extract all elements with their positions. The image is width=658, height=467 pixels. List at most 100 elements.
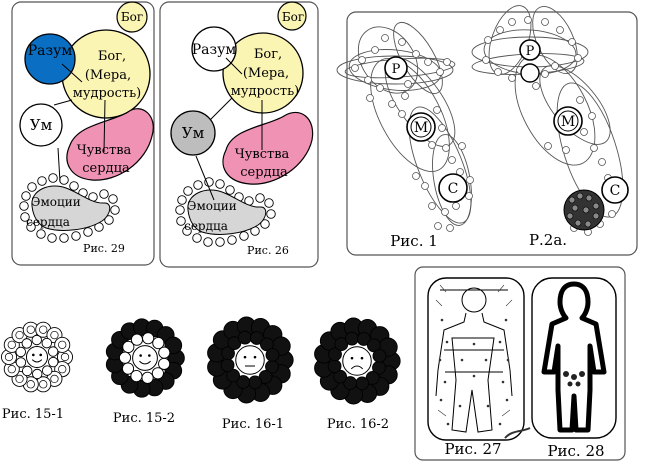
bog-label-line2: (Мера,: [243, 66, 289, 81]
inner-bead: [372, 349, 387, 363]
emocii-shape: [187, 189, 267, 235]
face-eye: [32, 353, 35, 357]
caption-15-1: Рис. 15-1: [2, 407, 64, 422]
emocii-shape: [31, 185, 111, 231]
face-eye: [350, 356, 354, 360]
face-mouth: [139, 360, 151, 365]
inner-bead: [141, 371, 154, 384]
panel-fig26: Бог Разум Бог, (Мера, мудрость) Ум Чувст…: [159, 1, 319, 268]
inner-bead: [158, 346, 171, 359]
mandala-15-1: [0, 321, 74, 393]
inner-bead: [21, 365, 33, 377]
inner-bead: [47, 346, 59, 357]
inner-bead: [356, 332, 371, 346]
face: [342, 346, 372, 376]
mandala-15-2: [105, 318, 185, 398]
fig2a-letter-m: М: [561, 114, 575, 130]
fig2a-small-nodes: [482, 16, 618, 236]
inner-bead: [21, 338, 33, 349]
bead-spiral: [15, 330, 24, 340]
inner-bead: [265, 348, 280, 362]
mandala-16-2: [314, 317, 401, 405]
fig2a-letter-p: Р: [526, 44, 535, 59]
connector-lines: [195, 57, 263, 201]
razum-label: Разум: [192, 42, 237, 58]
bog-small-circle: [277, 1, 307, 31]
face: [235, 345, 265, 375]
chuvstva-label-line1: Чувства: [235, 147, 290, 162]
fig27-scribble: [504, 427, 531, 439]
inner-bead: [258, 369, 273, 384]
bead-spiral: [60, 352, 70, 362]
fig1-letter-p: Р: [392, 62, 401, 77]
fig27-body: [435, 287, 513, 433]
face: [25, 345, 49, 369]
inner-bead: [15, 346, 26, 358]
inner-bead: [15, 357, 27, 368]
emocii-beads: [19, 173, 120, 243]
bead-spiral: [7, 365, 16, 374]
inner-bead: [151, 367, 164, 380]
inner-bead: [355, 376, 369, 391]
face-eye: [243, 355, 247, 359]
chuvstva-label-line2: сердца: [240, 165, 288, 180]
um-circle: [19, 103, 63, 147]
inner-bead: [122, 340, 135, 353]
fig2a-dark-cluster: [566, 192, 600, 228]
inner-bead: [152, 337, 165, 350]
caption-fig1: Рис. 1: [390, 232, 438, 250]
razum-circle: [24, 33, 76, 85]
inner-bead: [118, 351, 132, 364]
inner-bead: [259, 337, 274, 352]
fig1-letter-c: С: [448, 181, 459, 197]
mandala-16-1: [207, 316, 294, 404]
fig27-dots: [438, 318, 510, 426]
fig2a-letter-c: С: [610, 183, 621, 199]
caption-fig2a: Р.2а.: [529, 231, 567, 249]
caption-27: Рис. 27: [444, 440, 501, 458]
razum-circle: [191, 26, 237, 72]
face-mouth: [350, 365, 364, 370]
inner-bead: [328, 347, 342, 362]
inner-bead: [249, 331, 264, 345]
bog-label-line1: Бог,: [98, 49, 126, 64]
face-eye: [39, 353, 42, 357]
face: [132, 345, 158, 371]
inner-bead: [221, 346, 235, 361]
face-eye: [139, 354, 142, 357]
bead-spiral: [39, 380, 48, 389]
bog-label-line3: мудрость): [73, 86, 142, 101]
bog-label-line3: мудрость): [231, 84, 300, 99]
bog-small-label: Бог: [282, 10, 304, 24]
connector-lines: [53, 63, 106, 183]
bead-spiral: [15, 374, 24, 384]
chuvstva-label-line2: сердца: [82, 161, 130, 176]
caption-29: Рис. 29: [83, 242, 125, 255]
bog-small-label: Бог: [121, 10, 143, 24]
inner-bead: [236, 375, 251, 389]
bead-spiral: [26, 325, 35, 334]
chuvstva-shape: [222, 111, 314, 185]
um-label: Ум: [30, 116, 53, 134]
mandala-row: [0, 316, 401, 405]
bog-label-line1: Бог,: [254, 47, 282, 62]
panel-fig29: Бог Разум Бог, (Мера, мудрость) Ум Чувст…: [11, 1, 155, 266]
inner-bead: [227, 336, 242, 351]
emocii-beads: [175, 177, 276, 247]
chuvstva-shape: [66, 108, 154, 181]
outer-bead: [54, 336, 71, 353]
emocii-label-line1: Эмоции: [31, 195, 80, 209]
inner-bead: [121, 362, 135, 375]
caption-16-2: Рис. 16-2: [327, 417, 389, 432]
bog-circle: [222, 32, 304, 114]
bead-spiral: [7, 340, 16, 349]
bead-spiral: [4, 352, 14, 362]
inner-bead: [130, 370, 143, 383]
inner-bead: [41, 337, 53, 349]
caption-15-2: Рис. 15-2: [113, 411, 175, 426]
face-mouth: [31, 359, 43, 363]
bog-small-circle: [116, 1, 148, 33]
inner-bead: [366, 338, 381, 353]
